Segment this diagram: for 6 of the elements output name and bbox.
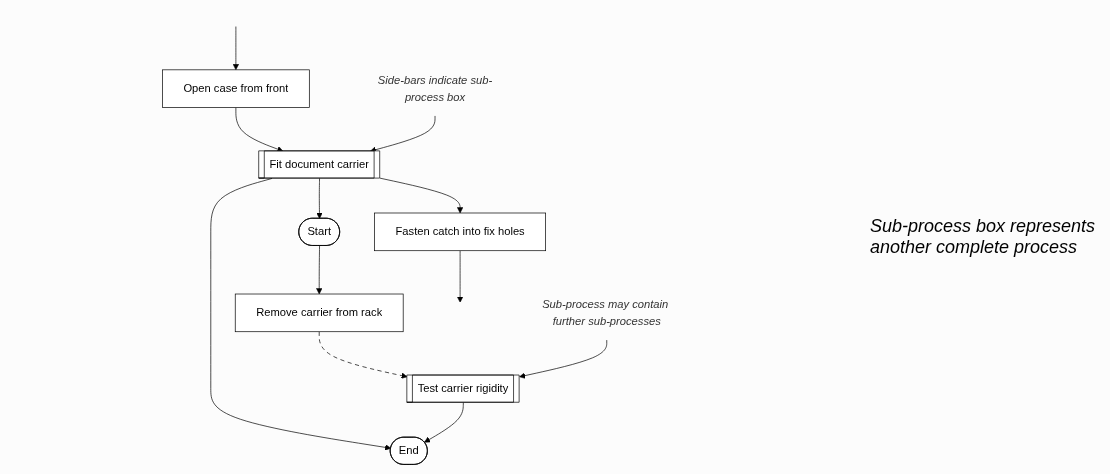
- node-text: Side-bars indicate sub-process box: [377, 74, 493, 103]
- node-box: Remove carrier from rack: [234, 293, 404, 333]
- node-text: Sub-process may contain further sub-processes: [542, 298, 669, 327]
- node-box: Open case from front: [162, 69, 310, 108]
- node-box: Fasten catch into fix holes: [374, 212, 546, 252]
- note-text: Sub-process box represents another complete process: [870, 216, 1097, 258]
